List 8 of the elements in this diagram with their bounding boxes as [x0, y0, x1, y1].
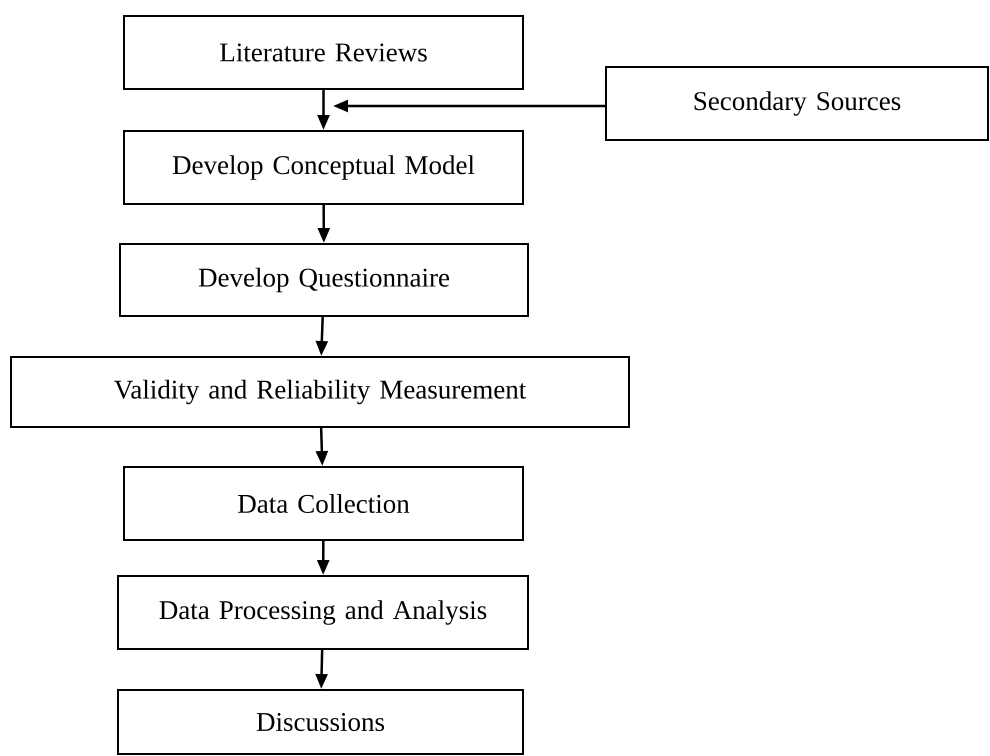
- process-box: Data Collection: [123, 466, 524, 541]
- process-box: Develop Questionnaire: [119, 243, 529, 317]
- process-box: Data Processing and Analysis: [117, 575, 529, 650]
- process-box: Validity and Reliability Measurement: [10, 356, 630, 428]
- process-box: Develop Conceptual Model: [123, 130, 524, 205]
- process-box: Discussions: [117, 689, 524, 755]
- process-box: Literature Reviews: [123, 15, 524, 90]
- process-box: Secondary Sources: [605, 66, 989, 141]
